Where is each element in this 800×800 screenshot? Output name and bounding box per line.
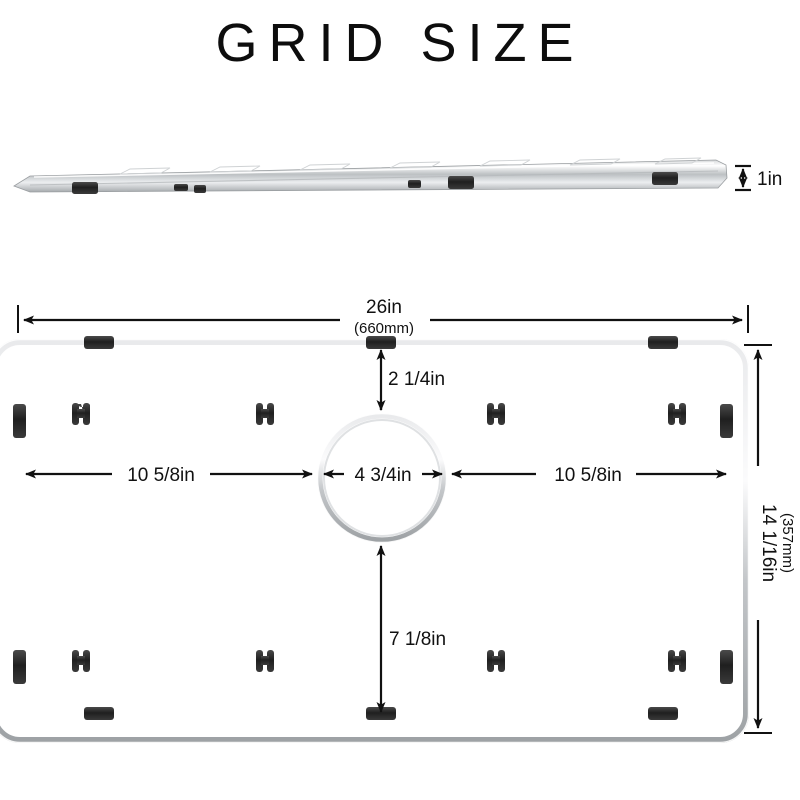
bumper-top-right — [648, 336, 678, 349]
dimension-bottom-gap: 7 1/8in — [376, 545, 446, 713]
clip-right-bar — [83, 403, 90, 425]
clip-waist — [261, 409, 269, 418]
side-profile-wire-ticks — [119, 157, 702, 175]
dimension-overall-height: 14 1/16in (357mm) — [744, 344, 796, 734]
clip-waist — [492, 656, 500, 665]
clip-waist — [673, 656, 681, 665]
clip-waist — [261, 656, 269, 665]
clip-right-bar — [267, 403, 274, 425]
clip-right-bar — [267, 650, 274, 672]
clip-left-bar — [72, 650, 79, 672]
drain-ring-highlight — [317, 413, 448, 544]
center-span-label: 4 3/4in — [354, 465, 411, 486]
side-profile-highlight — [33, 162, 715, 178]
grid-bumpers — [13, 336, 733, 720]
clip-right-bar — [498, 403, 505, 425]
bumper-bottom-left — [84, 707, 114, 720]
clip-left-bar — [487, 650, 494, 672]
grid-vertical-wires — [43, 342, 709, 725]
clip-left-bar — [72, 403, 79, 425]
clip-right-bar — [498, 650, 505, 672]
side-profile-view — [13, 157, 728, 194]
clip-left-bar — [487, 403, 494, 425]
clip-left-bar — [256, 403, 263, 425]
bumper-right-upper — [720, 404, 733, 438]
side-profile-feet — [72, 172, 678, 194]
grid-outer-frame-highlight — [0, 338, 750, 744]
height-label: 14 1/16in — [758, 504, 779, 582]
sink-grid-top-view — [0, 336, 750, 744]
left-span-label: 10 5/8in — [127, 465, 195, 486]
interior-clips — [72, 403, 686, 672]
dimension-top-gap: 2 1/4in — [376, 349, 445, 411]
clip-waist — [77, 409, 85, 418]
clip-right-bar — [83, 650, 90, 672]
dimension-overall-width: 26in (660mm) — [17, 297, 749, 337]
width-label-mm: (660mm) — [354, 320, 414, 337]
grid-outer-frame — [0, 339, 749, 743]
clip-waist — [77, 656, 85, 665]
grid-mesh — [0, 342, 746, 725]
clip-left-bar — [256, 650, 263, 672]
page-title: GRID SIZE — [215, 13, 585, 73]
side-profile-shadowline — [29, 170, 719, 186]
dimension-center-section: 4 3/4in — [323, 465, 443, 486]
bumper-right-lower — [720, 650, 733, 684]
right-span-label: 10 5/8in — [554, 465, 622, 486]
bumper-left-upper — [13, 404, 26, 438]
drain-ring-outer — [317, 413, 447, 543]
dimension-right-section: 10 5/8in — [451, 465, 727, 486]
foot-bumper — [194, 185, 206, 193]
clip-waist — [673, 409, 681, 418]
clip-right-bar — [679, 650, 686, 672]
clip-left-bar — [668, 403, 675, 425]
clip-waist — [492, 409, 500, 418]
thickness-label: 1in — [757, 169, 782, 190]
dimension-left-section: 10 5/8in — [25, 465, 313, 486]
dimension-thickness: 1in — [735, 164, 782, 192]
bumper-bottom-center — [366, 707, 396, 720]
bumper-top-left — [84, 336, 114, 349]
bumper-bottom-right — [648, 707, 678, 720]
width-label: 26in — [366, 297, 402, 318]
foot-bumper — [652, 172, 678, 185]
foot-bumper — [174, 184, 188, 191]
clip-right-bar — [679, 403, 686, 425]
foot-bumper — [72, 182, 98, 194]
foot-bumper — [448, 176, 474, 189]
clip-left-bar — [668, 650, 675, 672]
bottom-gap-label: 7 1/8in — [389, 629, 446, 650]
top-gap-label: 2 1/4in — [388, 369, 445, 390]
bumper-left-lower — [13, 650, 26, 684]
foot-bumper — [408, 180, 421, 188]
bumper-top-center — [366, 336, 396, 349]
grid-vertical-wire-highlights — [43, 342, 706, 722]
height-label-mm: (357mm) — [779, 513, 796, 573]
